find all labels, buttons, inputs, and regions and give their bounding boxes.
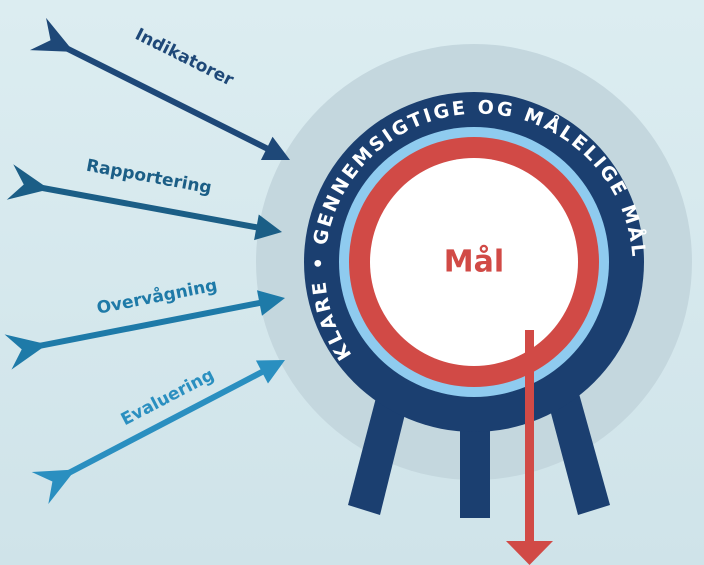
arrow-shaft [29, 182, 263, 232]
red-arrow-shaft [525, 330, 534, 545]
white-center [370, 158, 578, 366]
arrow-fletching [6, 164, 50, 200]
arrow-fletching [29, 17, 74, 52]
center-label: Mål [444, 244, 504, 280]
arrow-head [255, 360, 285, 384]
arrow-fletching [4, 334, 48, 370]
arrow-shaft [54, 40, 274, 154]
arrow-head [254, 214, 282, 241]
stand-leg-right [548, 390, 610, 515]
arrow-head [260, 136, 290, 160]
target-stand [348, 390, 610, 518]
red-down-arrow [506, 330, 553, 565]
arrow-shaft [56, 366, 269, 482]
red-arrow-head [506, 541, 553, 565]
stand-leg-left [348, 390, 408, 515]
arrow-fletching [31, 469, 76, 504]
arrow-shaft [27, 298, 266, 352]
arrow-head [256, 290, 285, 316]
